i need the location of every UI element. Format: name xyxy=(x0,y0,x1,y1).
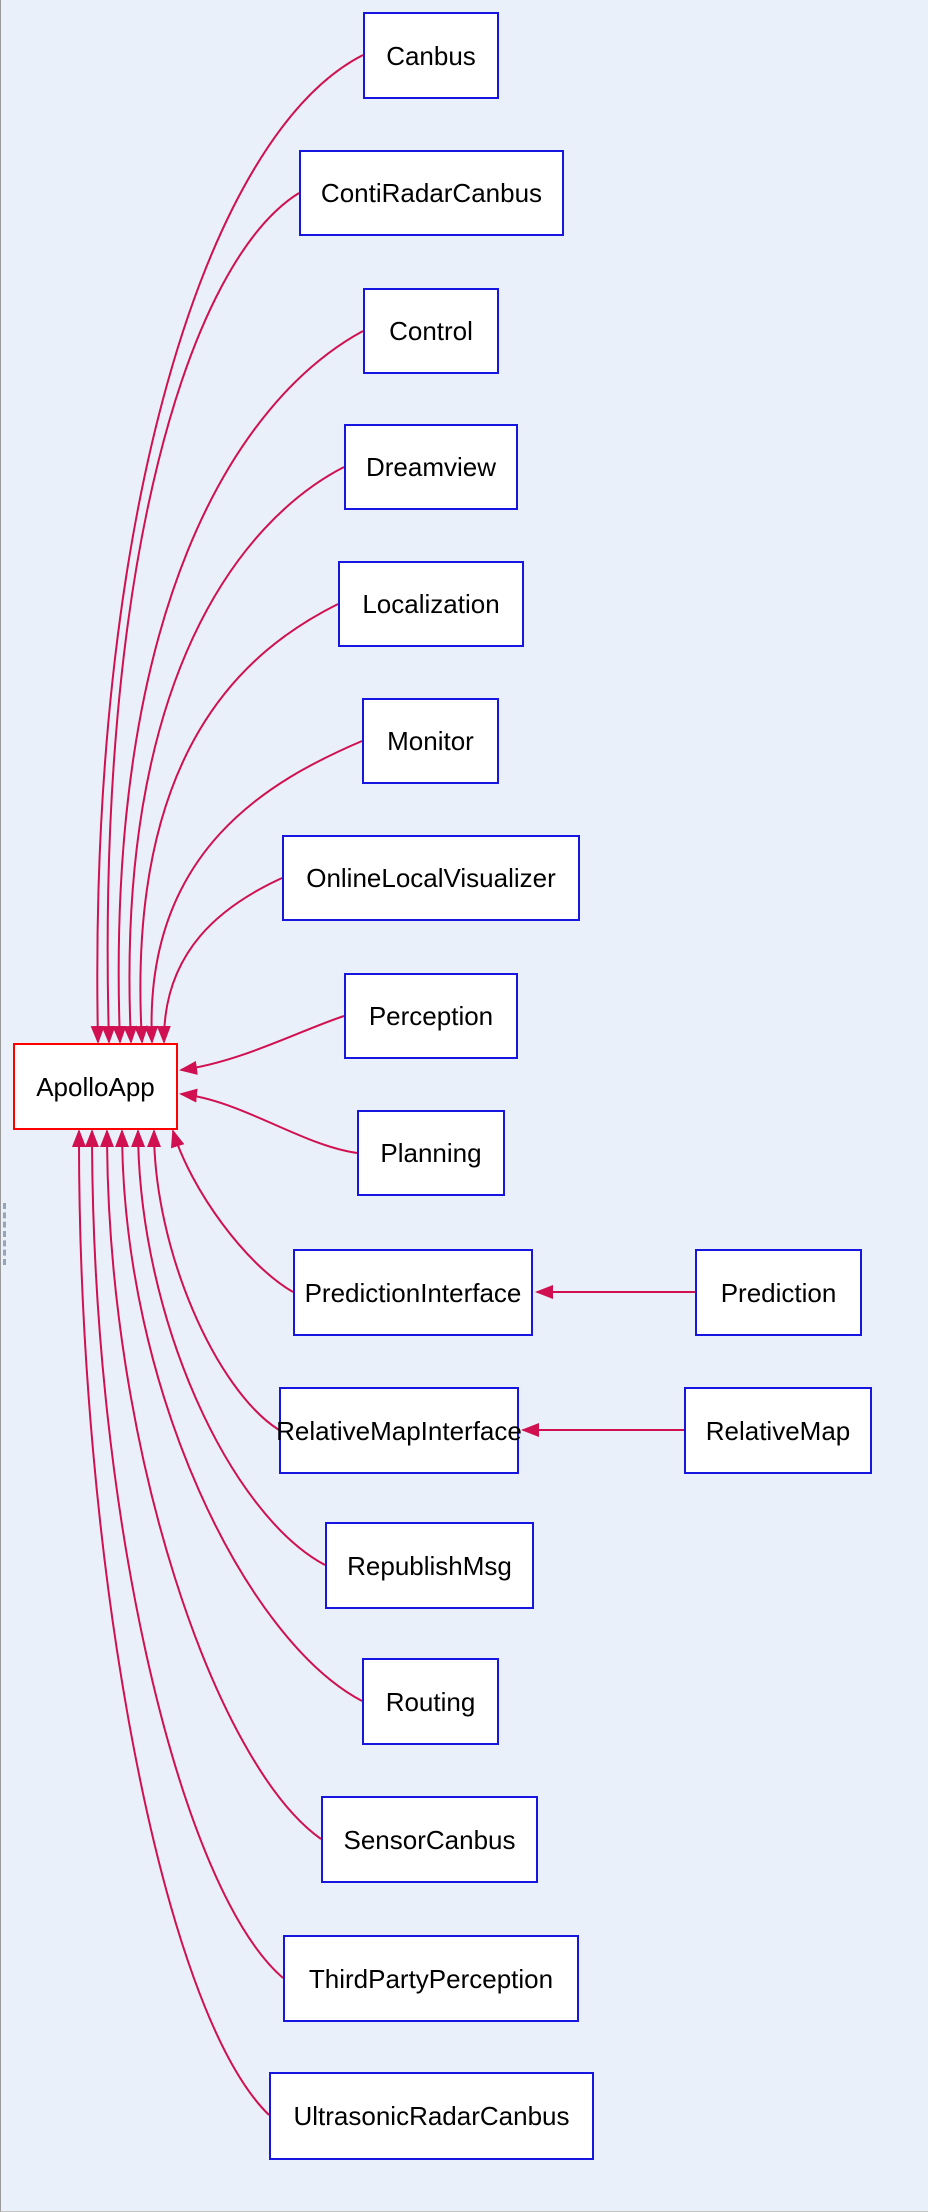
edge-perception-apolloapp xyxy=(179,1015,345,1075)
node-relative-map[interactable]: RelativeMap xyxy=(684,1387,872,1474)
edge-routing-apolloapp xyxy=(115,1129,363,1702)
edge-control-apolloapp xyxy=(112,330,364,1044)
node-label: OnlineLocalVisualizer xyxy=(306,863,556,893)
node-sensor-canbus[interactable]: SensorCanbus xyxy=(321,1796,538,1883)
node-localization[interactable]: Localization xyxy=(338,561,524,647)
edge-canbus-apolloapp xyxy=(90,54,364,1044)
edge-onlinelocalvisualizer-apolloapp xyxy=(156,877,283,1044)
edge-relativemapinterface-apolloapp xyxy=(147,1129,280,1431)
edge-republishmsg-apolloapp xyxy=(131,1129,326,1566)
edge-monitor-apolloapp xyxy=(144,740,363,1044)
edge-localization-apolloapp xyxy=(134,603,339,1044)
edge-sensorcanbus-apolloapp xyxy=(100,1129,322,1840)
node-label: RepublishMsg xyxy=(347,1550,512,1581)
edge-predictioninterface-apolloapp xyxy=(170,1129,294,1293)
node-planning[interactable]: Planning xyxy=(357,1110,505,1196)
node-perception[interactable]: Perception xyxy=(344,973,518,1059)
node-label: Routing xyxy=(385,1686,476,1717)
node-label: Localization xyxy=(362,589,500,619)
node-prediction-interface[interactable]: PredictionInterface xyxy=(293,1249,533,1336)
node-label: ThirdPartyPerception xyxy=(308,1963,554,1994)
edge-contiradarcanbus-apolloapp xyxy=(101,192,300,1044)
node-prediction[interactable]: Prediction xyxy=(695,1249,862,1336)
node-label: RelativeMapInterface xyxy=(276,1415,522,1446)
node-label: ApolloApp xyxy=(36,1071,155,1102)
node-apollo-app: ApolloApp xyxy=(13,1043,178,1130)
node-label: PredictionInterface xyxy=(304,1277,522,1308)
node-label: Canbus xyxy=(386,40,476,71)
node-ultrasonic-radar-canbus[interactable]: UltrasonicRadarCanbus xyxy=(269,2072,594,2160)
node-dreamview[interactable]: Dreamview xyxy=(344,424,518,510)
node-control[interactable]: Control xyxy=(363,288,499,374)
node-label: RelativeMap xyxy=(705,1415,851,1446)
node-monitor[interactable]: Monitor xyxy=(362,698,499,784)
node-label: Perception xyxy=(368,1001,494,1031)
node-relative-map-interface[interactable]: RelativeMapInterface xyxy=(276,1387,522,1474)
left-edge-ticks xyxy=(3,1203,6,1265)
edge-dreamview-apolloapp xyxy=(123,466,345,1044)
node-republish-msg[interactable]: RepublishMsg xyxy=(325,1522,534,1609)
node-canbus[interactable]: Canbus xyxy=(363,12,499,99)
node-label: SensorCanbus xyxy=(343,1824,516,1855)
node-label: Monitor xyxy=(387,726,474,756)
node-third-party-perception[interactable]: ThirdPartyPerception xyxy=(283,1935,579,2022)
node-label: Dreamview xyxy=(365,452,497,482)
node-label: UltrasonicRadarCanbus xyxy=(293,2101,570,2131)
node-online-local-visualizer[interactable]: OnlineLocalVisualizer xyxy=(282,835,580,921)
node-label: Prediction xyxy=(720,1277,837,1308)
node-label: ContiRadarCanbus xyxy=(320,178,543,208)
node-conti-radar-canbus[interactable]: ContiRadarCanbus xyxy=(299,150,564,236)
edge-ultrasonicradarcanbus-apolloapp xyxy=(71,1129,270,2116)
node-label: Control xyxy=(389,316,473,346)
node-routing[interactable]: Routing xyxy=(362,1658,499,1745)
edge-planning-apolloapp xyxy=(179,1088,358,1154)
edge-thirdpartyperception-apolloapp xyxy=(85,1129,284,1979)
node-label: Planning xyxy=(380,1138,482,1168)
